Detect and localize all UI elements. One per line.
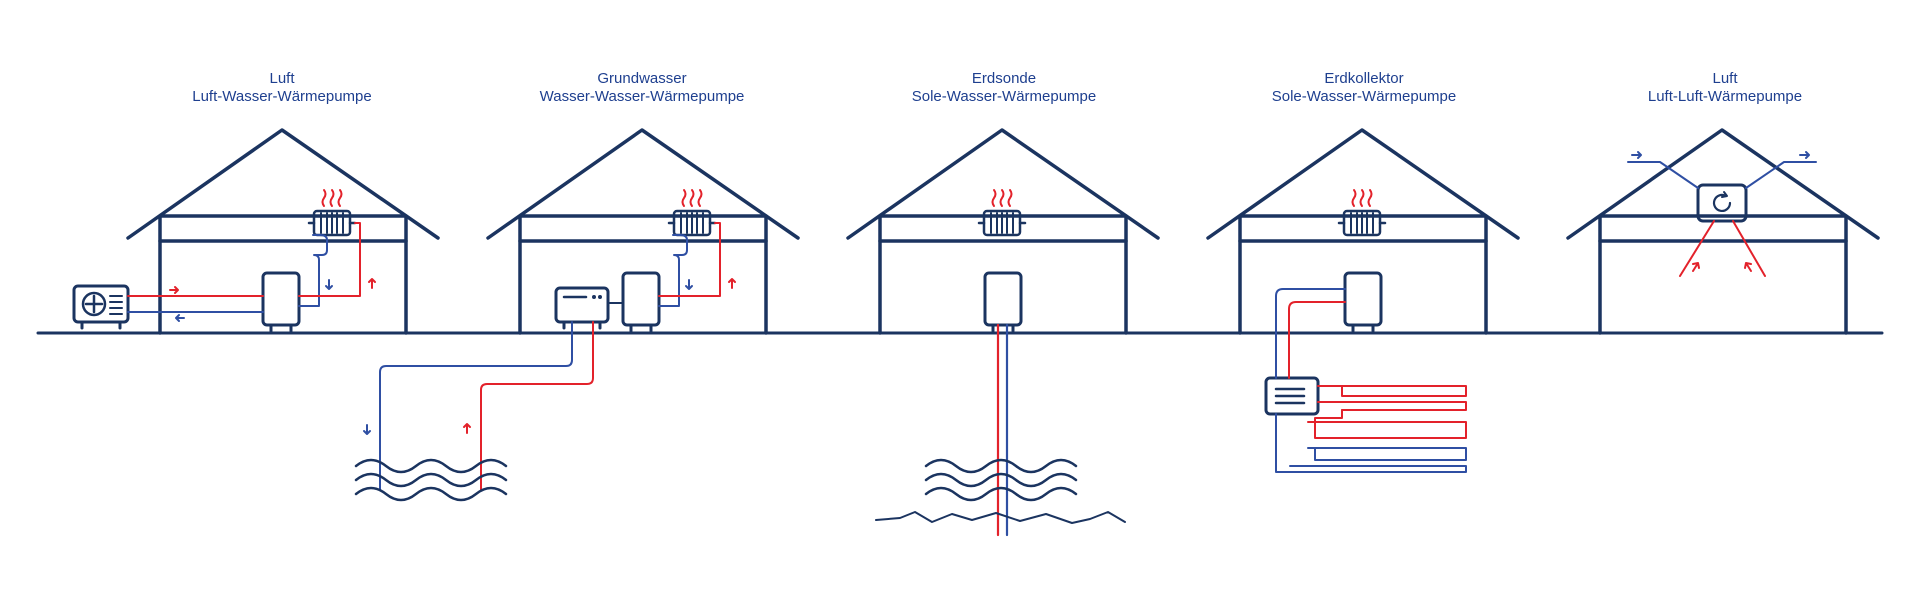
system-subtitle: Sole-Wasser-Wärmepumpe (1271, 88, 1457, 105)
boiler-icon (983, 271, 1023, 333)
system-title: Erdkollektor (1324, 70, 1404, 87)
system-label-air-water: Luft Luft-Wasser-Wärmepumpe (122, 70, 442, 106)
radiator-icon (307, 188, 357, 237)
system-subtitle: Luft-Wasser-Wärmepumpe (192, 88, 372, 105)
system-label-ground-collector: Erdkollektor Sole-Wasser-Wärmepumpe (1204, 70, 1524, 106)
system-title: Grundwasser (597, 70, 687, 87)
radiator-icon (977, 188, 1027, 237)
house-air-air (1566, 128, 1880, 335)
system-label-air-air: Luft Luft-Luft-Wärmepumpe (1565, 70, 1885, 106)
boiler-icon (621, 271, 661, 333)
ventilation-unit-icon (1696, 183, 1748, 223)
collector-manifold-icon (1264, 376, 1320, 416)
house-groundwater (354, 128, 800, 502)
system-subtitle: Luft-Luft-Wärmepumpe (1647, 88, 1803, 105)
system-title: Erdsonde (971, 70, 1037, 87)
system-title: Luft (1712, 70, 1738, 87)
system-label-ground-probe: Erdsonde Sole-Wasser-Wärmepumpe (844, 70, 1164, 106)
boiler-icon (261, 271, 301, 333)
boiler-icon (1343, 271, 1383, 333)
rock-line (875, 511, 1126, 524)
radiator-icon (1337, 188, 1387, 237)
groundwater-waves-icon (354, 458, 508, 502)
system-subtitle: Sole-Wasser-Wärmepumpe (911, 88, 1097, 105)
house-ground-collector (1206, 128, 1520, 473)
heat-exchanger-icon (554, 286, 610, 330)
system-label-groundwater: Grundwasser Wasser-Wasser-Wärmepumpe (482, 70, 802, 106)
radiator-icon (667, 188, 717, 237)
system-subtitle: Wasser-Wasser-Wärmepumpe (539, 88, 745, 105)
outdoor-unit-icon (72, 284, 130, 330)
groundwater-waves-icon (924, 458, 1078, 502)
house-ground-probe (846, 128, 1160, 537)
house-air-water (72, 128, 440, 335)
system-title: Luft (269, 70, 295, 87)
